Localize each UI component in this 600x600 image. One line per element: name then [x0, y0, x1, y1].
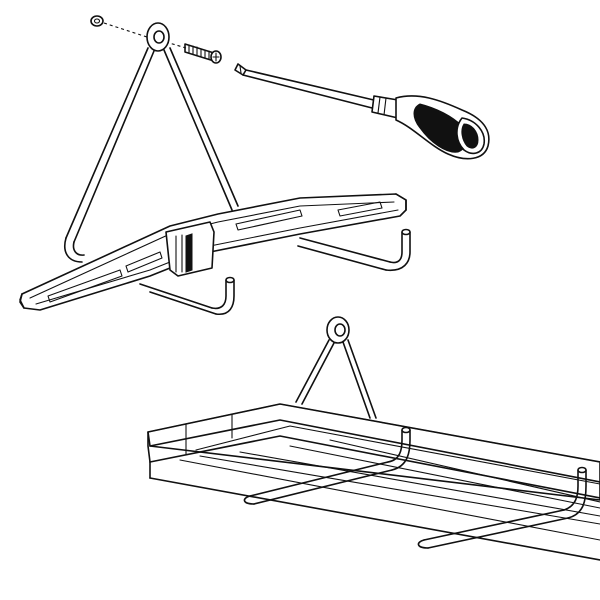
screw-icon: [184, 43, 222, 64]
screwdriver-icon: [234, 63, 490, 160]
alignment-line: [165, 41, 187, 49]
mounted-shelf-icon: [147, 316, 600, 561]
washer-icon: [90, 15, 104, 27]
alignment-line: [103, 22, 151, 39]
level-icon: [19, 193, 407, 311]
hanger-bracket-icon: [64, 22, 411, 316]
